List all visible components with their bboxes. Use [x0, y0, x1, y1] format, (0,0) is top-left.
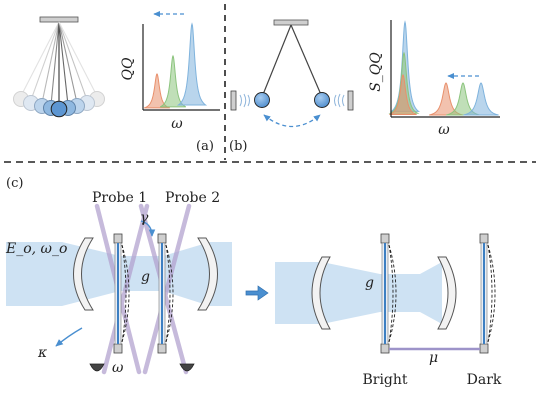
pendulum-string — [41, 21, 60, 104]
membrane-clamp-top — [157, 233, 167, 244]
membrane-deflection — [388, 244, 394, 343]
membrane-clamp-top — [380, 233, 390, 244]
pendulum-string — [58, 21, 78, 104]
pendulum-array — [13, 16, 105, 118]
mirror-right — [347, 90, 354, 111]
membrane-deflection — [487, 244, 493, 343]
membrane-deflection — [165, 244, 171, 343]
membrane-clamp-bottom — [157, 343, 167, 354]
pendulum-bob-left — [254, 92, 270, 108]
pendulum-bob — [50, 100, 68, 118]
y-axis-label: S_QQ — [368, 52, 384, 92]
panel-b: S_QQ ω (b) — [229, 19, 500, 154]
peak-blue-right — [463, 82, 499, 116]
dark-membrane — [479, 233, 496, 354]
pendulum-string — [58, 21, 98, 97]
pendulum-string — [30, 21, 60, 101]
pendulum-bob-right — [314, 92, 330, 108]
panel-c: (c) — [5, 176, 502, 388]
membrane-clamp-bottom — [380, 343, 390, 354]
membrane-2 — [157, 233, 174, 354]
peak-blue — [176, 22, 208, 106]
pendulum-string — [58, 21, 88, 101]
pendulum-mount — [39, 16, 79, 23]
peak-orange-left — [389, 74, 417, 116]
membrane-clamp-top — [113, 233, 123, 244]
pendulum-string — [290, 24, 323, 98]
light-waves-right — [334, 93, 345, 108]
mu-label: μ — [429, 350, 438, 366]
membrane-clamp-bottom — [113, 343, 123, 354]
membrane-deflection — [487, 244, 496, 343]
panel-a-tag: (a) — [196, 139, 214, 154]
pendulum-mount — [273, 19, 309, 26]
kappa-loss-arrow — [55, 327, 83, 347]
panel-a: QQ ω (a) — [13, 10, 220, 154]
y-axis-label: QQ — [120, 57, 136, 80]
peak-green — [159, 54, 187, 108]
membrane-1 — [113, 233, 130, 354]
kappa-label: κ — [37, 345, 47, 361]
coupling-g-right: g — [365, 275, 374, 291]
pendulum-string — [58, 21, 69, 106]
spectrum-b: S_QQ ω — [368, 20, 500, 138]
detector-icon — [89, 363, 105, 372]
transform-arrow — [245, 285, 269, 301]
cavity-mirror-right-1 — [311, 256, 331, 330]
x-axis-label: ω — [438, 122, 450, 138]
light-waves-left — [239, 93, 250, 108]
probe-beam-1b — [101, 203, 150, 375]
spectrum-a: QQ ω — [120, 10, 220, 132]
omega-label: ω — [112, 360, 124, 376]
panel-c-tag: (c) — [6, 176, 23, 191]
membrane-deflection — [121, 244, 127, 343]
pendulum-string — [50, 21, 60, 106]
light-beam-right — [275, 262, 442, 324]
dark-label: Dark — [467, 372, 502, 388]
cavity-mirror-left-1 — [73, 237, 94, 311]
mirror-left — [230, 90, 237, 111]
x-axis-label: ω — [171, 116, 183, 132]
probe-1-label: Probe 1 — [92, 190, 147, 206]
panel-b-tag: (b) — [229, 139, 247, 154]
swing-arrow — [263, 114, 321, 128]
bright-membrane — [380, 233, 397, 354]
membrane-clamp-top — [479, 233, 489, 244]
detector-icon — [179, 363, 195, 372]
bright-label: Bright — [362, 372, 407, 388]
cavity-mirror-right-2 — [437, 256, 457, 330]
membrane-clamp-bottom — [479, 343, 489, 354]
pendulum-string — [20, 21, 60, 97]
cavity-mirror-left-2 — [197, 237, 218, 311]
gamma-loss-arrow — [140, 220, 156, 237]
coupling-g-left: g — [141, 269, 150, 285]
input-field-label: E_o, ω_o — [5, 241, 67, 257]
probe-2-label: Probe 2 — [165, 190, 220, 206]
probe-beam-2b — [142, 203, 192, 375]
pendulum-string — [261, 24, 292, 98]
gamma-label: γ — [140, 210, 149, 226]
